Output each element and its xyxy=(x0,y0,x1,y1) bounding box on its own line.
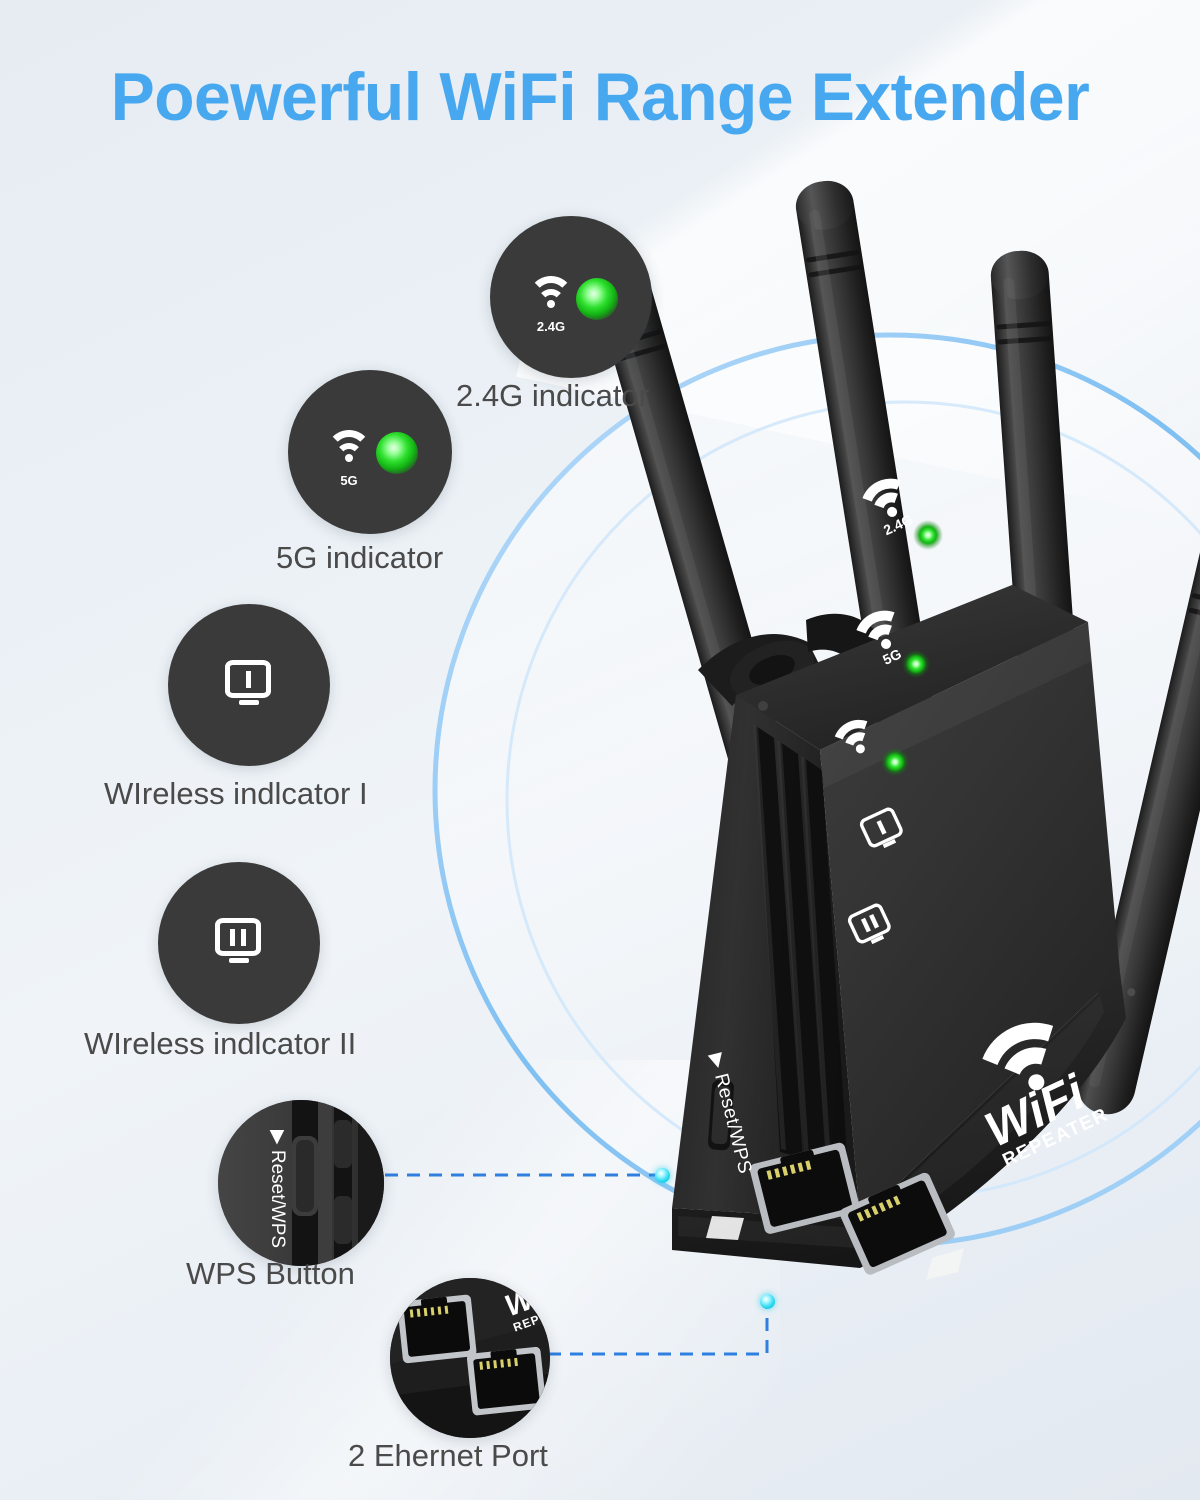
callout-bubble-wireless-indicator-2 xyxy=(158,862,320,1024)
connector-ethernet xyxy=(548,1300,769,1356)
callout-bubble-wireless-indicator-1 xyxy=(168,604,330,766)
callout-bubble-wps-button: ▶ Reset/WPS xyxy=(218,1100,384,1266)
page-title: Poewerful WiFi Range Extender xyxy=(110,59,1090,135)
rj45-ports-icon: WiFi REPEATER xyxy=(390,1278,550,1438)
device-led-signal xyxy=(834,719,868,754)
device-bottom-face xyxy=(672,972,1126,1280)
reset-wps-port-icon: ▶ Reset/WPS xyxy=(218,1100,384,1266)
callout-label-wireless-indicator-1: WIreless indlcator I xyxy=(104,776,368,811)
callout-label-24g-indicator: 2.4G indicator xyxy=(456,378,649,413)
wifi-24g-icon: 2.4G xyxy=(528,276,574,334)
device-icon-wireless-2 xyxy=(847,903,891,945)
wifi-5g-band-text: 5G xyxy=(340,473,358,488)
led-5g xyxy=(376,432,418,474)
callout-label-5g-indicator: 5G indicator xyxy=(276,540,444,575)
svg-text:▶ Reset/WPS: ▶ Reset/WPS xyxy=(267,1130,288,1248)
callout-label-wps-button: WPS Button xyxy=(186,1256,355,1291)
svg-text:5G: 5G xyxy=(880,645,904,667)
connector-dot-wps xyxy=(655,1168,670,1183)
power-plug-stub xyxy=(698,613,890,706)
antenna-group xyxy=(594,180,1200,1115)
connector-dot-ethernet xyxy=(760,1294,775,1309)
wifi-24g-band-text: 2.4G xyxy=(536,319,566,334)
callout-bubble-5g-indicator: 5G xyxy=(288,370,452,534)
led-24g xyxy=(576,278,618,320)
callout-bubble-24g-indicator: 2.4G xyxy=(490,216,652,378)
callout-label-wireless-indicator-2: WIreless indlcator II xyxy=(84,1026,357,1061)
device-led-5g: 5G xyxy=(856,610,904,668)
wifi-range-extender-device: 2.4G 5G xyxy=(594,180,1200,1280)
monitor-two-icon xyxy=(215,918,263,968)
device-side-panel xyxy=(672,695,860,1220)
wifi-5g-icon: 5G xyxy=(326,430,372,488)
callout-bubble-ethernet-ports: WiFi REPEATER xyxy=(390,1278,550,1438)
callout-label-ethernet-ports: 2 Ehernet Port xyxy=(348,1438,548,1473)
device-indicator-panel: 2.4G 5G xyxy=(834,478,943,945)
monitor-one-icon xyxy=(225,660,273,710)
device-icon-wireless-1 xyxy=(859,807,903,849)
